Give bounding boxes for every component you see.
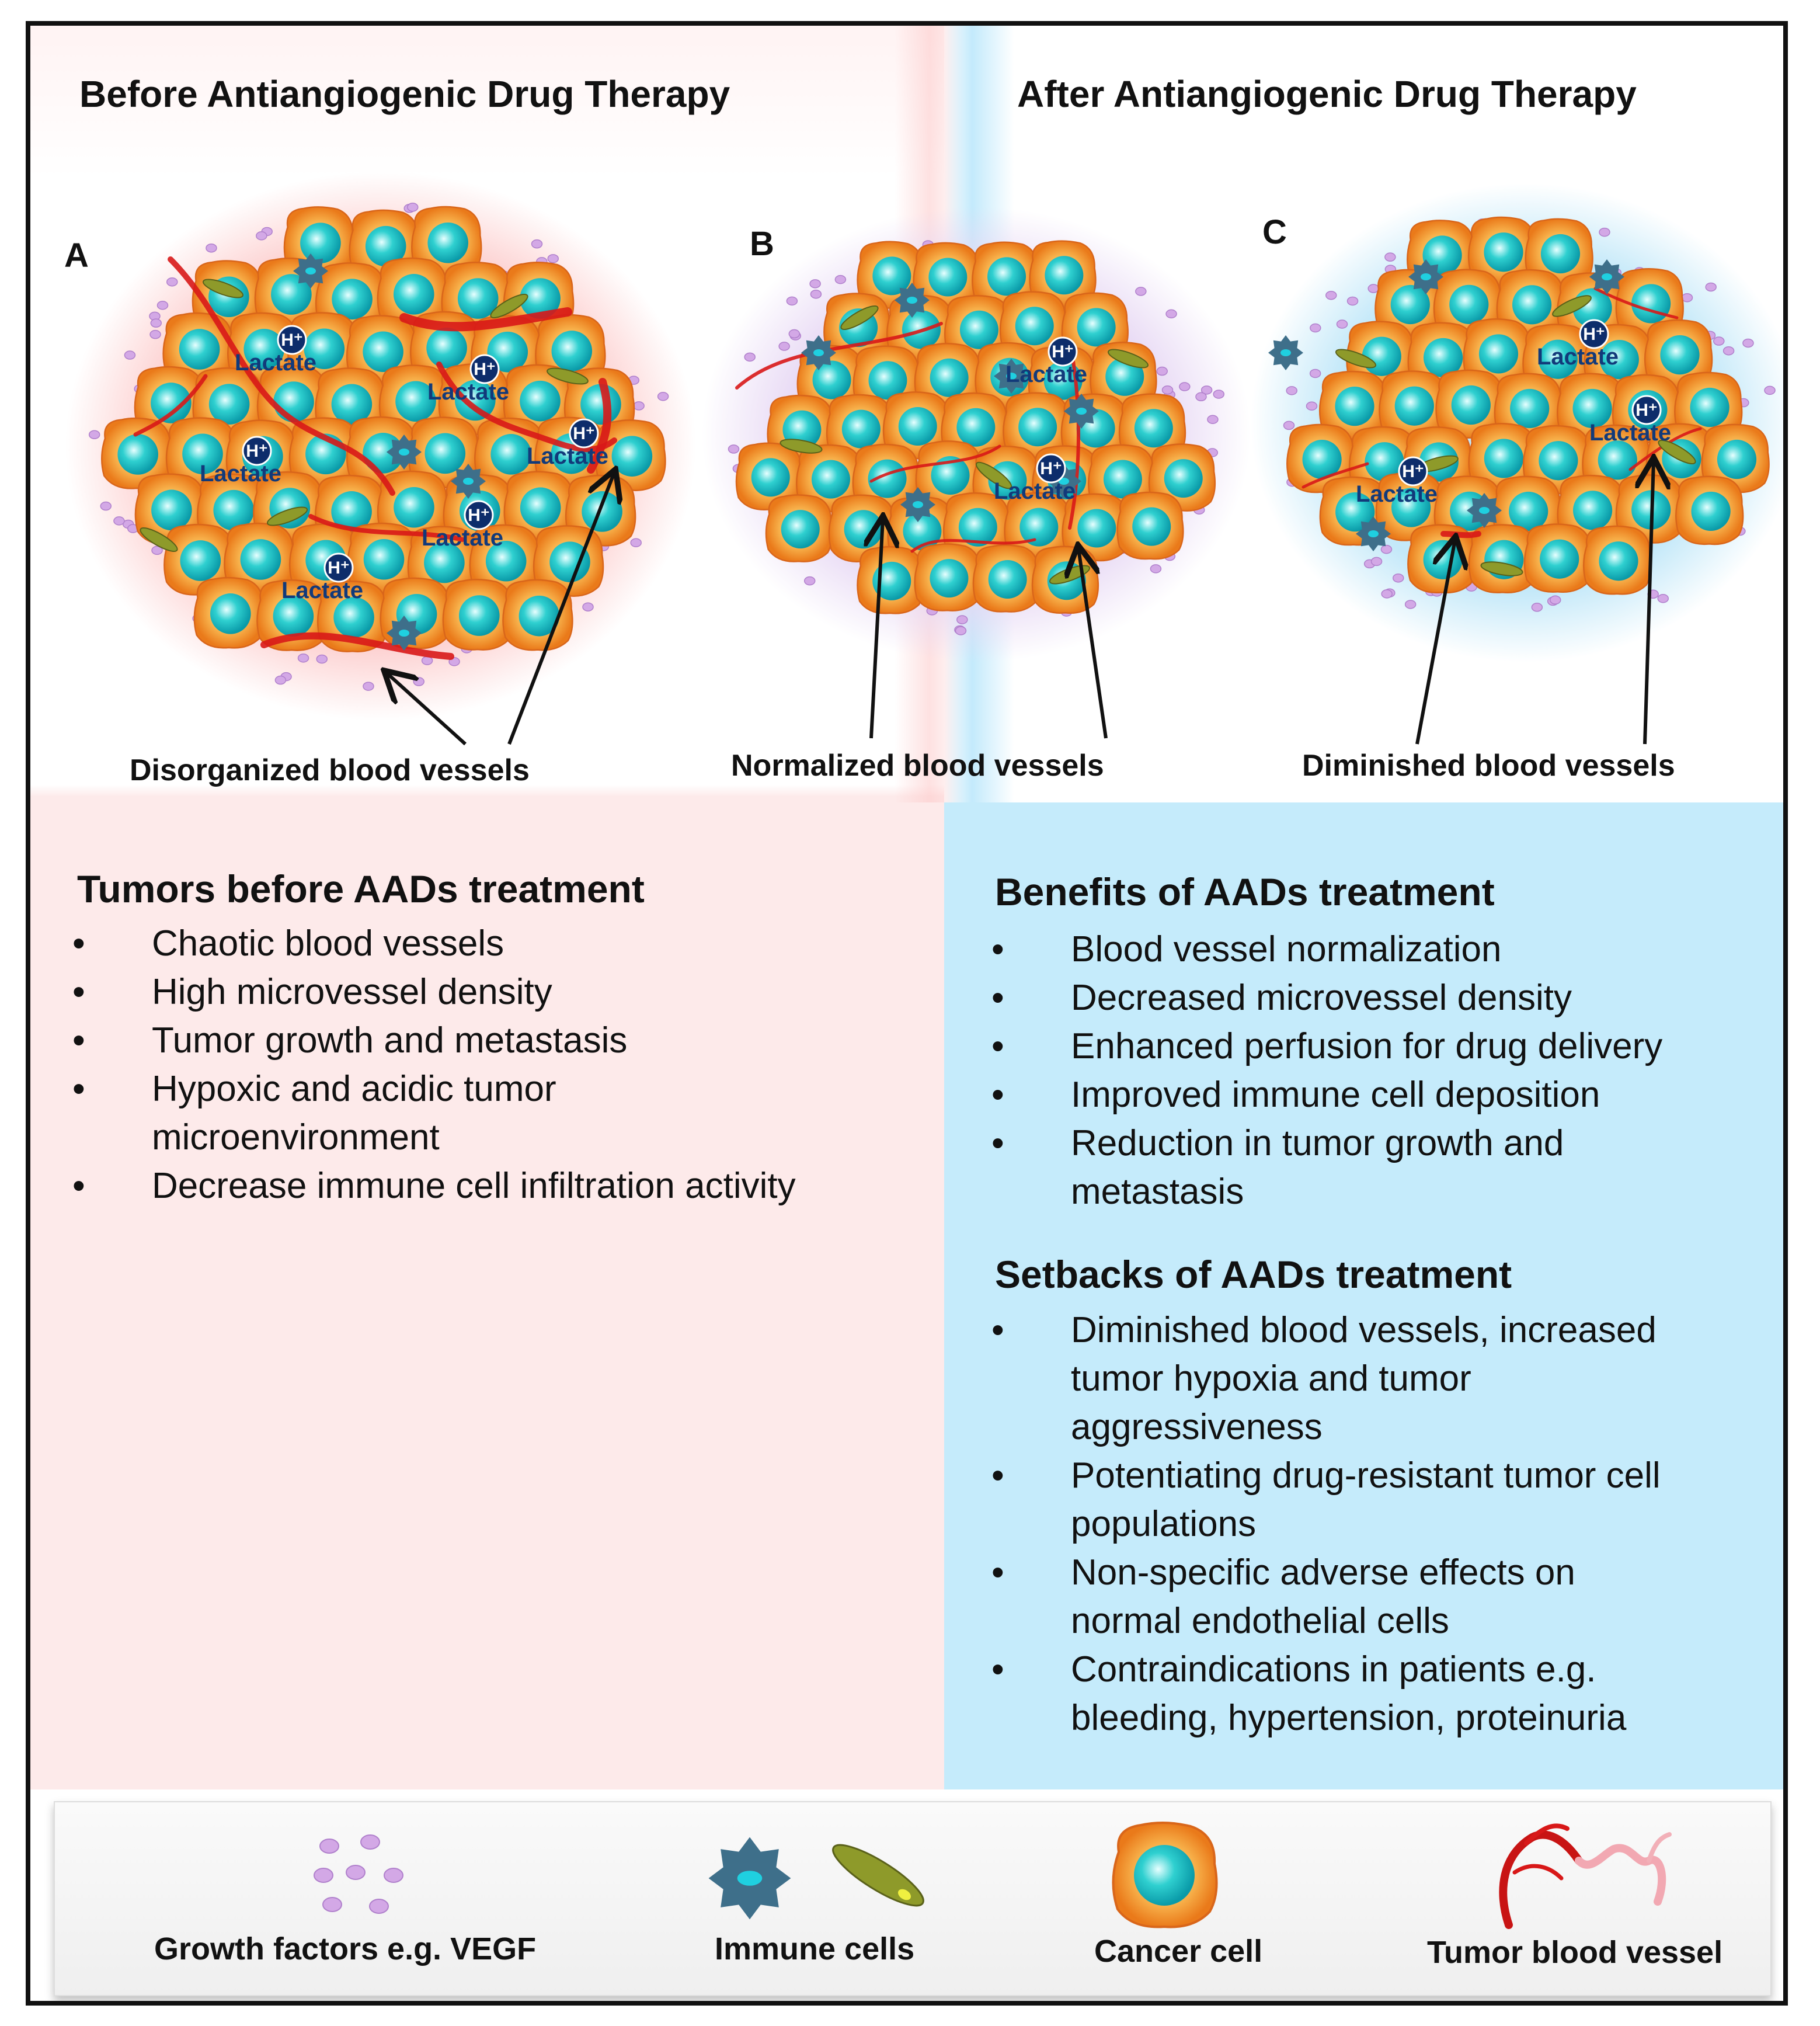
svg-text:Lactate: Lactate (281, 578, 363, 603)
list-item: Potentiating drug-resistant tumor cell p… (991, 1451, 1680, 1548)
legend-growth-factors: Growth factors e.g. VEGF (154, 1931, 537, 1966)
svg-text:Lactate: Lactate (1005, 362, 1087, 387)
list-item: Non-specific adverse effects on normal e… (991, 1548, 1678, 1645)
label-diminished-vessels: Diminished blood vessels (1302, 749, 1675, 783)
list-item: Reduction in tumor growth and metastasis (991, 1119, 1655, 1216)
setbacks-box-title: Setbacks of AADs treatment (995, 1253, 1512, 1296)
svg-text:H⁺: H⁺ (474, 360, 496, 379)
svg-text:H⁺: H⁺ (1052, 342, 1074, 362)
tumor-vessel-icon (1499, 1823, 1672, 1929)
figure-frame: Before Antiangiogenic Drug Therapy After… (26, 21, 1788, 2006)
immune-cell-spindle-icon (832, 1844, 924, 1907)
legend: Growth factors e.g. VEGF Immune cells Ca… (54, 1801, 1772, 1996)
svg-text:H⁺: H⁺ (1635, 401, 1658, 420)
svg-text:Lactate: Lactate (422, 525, 503, 551)
legend-cancer-cell: Cancer cell (1094, 1934, 1263, 1969)
svg-text:H⁺: H⁺ (246, 442, 268, 461)
svg-text:H⁺: H⁺ (573, 424, 595, 443)
list-item: Hypoxic and acidic tumor microenvironmen… (72, 1065, 666, 1162)
svg-text:Lactate: Lactate (235, 350, 316, 376)
arrow-a-1 (387, 673, 467, 746)
panel-letter-b: B (750, 225, 774, 263)
setbacks-box-list: Diminished blood vessels, increased tumo… (991, 1306, 1680, 1742)
arrow-b-2 (1078, 548, 1108, 739)
list-item: High microvessel density (72, 968, 937, 1016)
growth-factor-icon (314, 1834, 403, 1914)
left-box-list: Chaotic blood vessels High microvessel d… (72, 919, 937, 1210)
svg-text:H⁺: H⁺ (468, 506, 490, 525)
list-item: Improved immune cell deposition (991, 1071, 1774, 1119)
label-normalized-vessels: Normalized blood vessels (731, 749, 1104, 783)
label-disorganized-vessels: Disorganized blood vessels (130, 753, 530, 787)
panel-letter-a: A (64, 237, 89, 274)
left-box-title: Tumors before AADs treatment (77, 867, 645, 911)
arrow-b-1 (871, 519, 883, 739)
list-item: Decreased microvessel density (991, 974, 1774, 1022)
svg-text:H⁺: H⁺ (328, 558, 350, 578)
svg-text:H⁺: H⁺ (1040, 459, 1062, 478)
list-item: Diminished blood vessels, increased tumo… (991, 1306, 1680, 1451)
svg-text:Lactate: Lactate (1356, 481, 1438, 507)
svg-text:Lactate: Lactate (1537, 344, 1619, 370)
arrow-a-2 (507, 472, 614, 745)
legend-tumor-vessel: Tumor blood vessel (1427, 1935, 1723, 1970)
list-item: Tumor growth and metastasis (72, 1016, 937, 1065)
arrow-c-1 (1415, 540, 1455, 745)
heading-after: After Antiangiogenic Drug Therapy (1017, 73, 1637, 115)
heading-before: Before Antiangiogenic Drug Therapy (79, 73, 730, 115)
svg-text:H⁺: H⁺ (1402, 462, 1424, 481)
list-item: Decrease immune cell infiltration activi… (72, 1162, 937, 1210)
list-item: Blood vessel normalization (991, 925, 1774, 974)
svg-text:H⁺: H⁺ (1583, 325, 1605, 344)
svg-text:H⁺: H⁺ (281, 331, 303, 350)
arrow-c-2 (1645, 461, 1654, 745)
cancer-cell-icon (1112, 1822, 1218, 1928)
svg-text:Lactate: Lactate (427, 379, 509, 405)
svg-text:Lactate: Lactate (1589, 420, 1671, 446)
svg-text:Lactate: Lactate (200, 461, 281, 486)
svg-text:Lactate: Lactate (994, 478, 1076, 504)
list-item: Enhanced perfusion for drug delivery (991, 1022, 1774, 1071)
immune-cell-star-icon (708, 1837, 791, 1920)
panel-letter-c: C (1262, 213, 1287, 251)
legend-immune-cells: Immune cells (715, 1931, 915, 1966)
benefits-box-title: Benefits of AADs treatment (995, 870, 1495, 913)
list-item: Chaotic blood vessels (72, 919, 937, 968)
vessel-arrows (30, 26, 1788, 746)
benefits-box-list: Blood vessel normalization Decreased mic… (991, 925, 1774, 1216)
list-item: Contraindications in patients e.g. bleed… (991, 1645, 1701, 1742)
